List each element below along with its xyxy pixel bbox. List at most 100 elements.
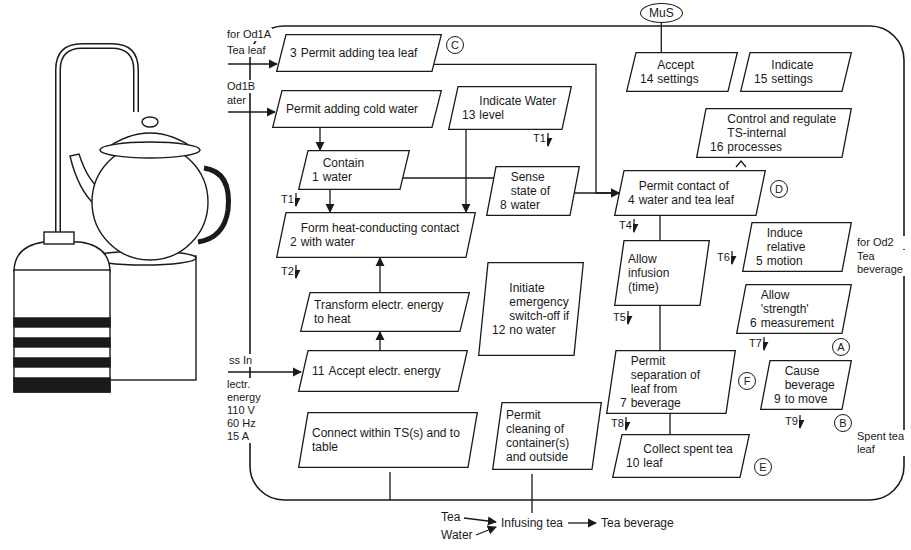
t-arrow <box>625 417 626 430</box>
function-number: 15 <box>754 72 767 86</box>
flow-connector <box>319 128 320 150</box>
parallelogram-shape <box>627 53 738 92</box>
box-content: Indicate settings 15 <box>740 54 852 90</box>
box-content: Cause beverage to move9 <box>760 360 852 410</box>
flow-connector <box>379 258 380 292</box>
callout-letter: B <box>839 417 846 429</box>
flow-connector <box>575 192 619 193</box>
function-box: Permit contact of water and tea leaf 4 <box>614 170 766 216</box>
flow-connector <box>329 190 330 212</box>
function-label: Allow infusion (time) <box>628 252 696 294</box>
flow-connector <box>379 332 380 350</box>
parallelogram-shape <box>449 87 572 130</box>
t-label: T5 <box>612 311 627 324</box>
box-content: Allow infusion (time) <box>614 248 710 298</box>
box-content: Initiate emergency switch-off if no wate… <box>478 277 584 341</box>
input-arrow <box>228 111 275 112</box>
input-arrow <box>228 63 277 64</box>
tube-outline <box>58 46 136 236</box>
ground-line <box>389 472 390 500</box>
function-box: Permit adding tea leaf3 <box>276 34 442 72</box>
circled-letter: D <box>770 180 788 198</box>
function-number: 12 <box>492 323 505 337</box>
function-number: 1 <box>312 170 319 184</box>
function-box: Form heat-conducting contact with water2 <box>276 212 476 258</box>
circled-letter: A <box>832 338 850 356</box>
teapot-body <box>92 144 208 260</box>
circled-letter: C <box>446 36 464 54</box>
process-label: Tea <box>440 510 461 524</box>
t-label: T1 <box>532 132 547 145</box>
parallelogram-shape <box>615 241 710 306</box>
box-content: Form heat-conducting contact with water2 <box>276 217 476 253</box>
caret-mark <box>736 161 746 167</box>
bottle-shoulder <box>14 242 110 272</box>
bottle-band <box>14 378 110 392</box>
flow-label: for Od1A <box>226 28 272 41</box>
parallelogram-shape <box>479 263 584 356</box>
t-arrow <box>547 133 548 146</box>
flow-connector <box>659 306 660 350</box>
function-number: 2 <box>290 235 297 249</box>
flow-label: lectr. energy 110 V 60 Hz 15 A <box>226 378 266 443</box>
function-box: Permit adding cold water <box>272 90 442 128</box>
flow-label: Od1B <box>226 80 256 93</box>
parallelogram-shape <box>301 293 470 332</box>
function-label: Accept settings <box>657 58 724 86</box>
parallelogram-shape <box>299 151 410 190</box>
function-box: Accept electr. energy11 <box>298 350 468 392</box>
flow-label: ater <box>226 94 247 107</box>
system-boundary <box>250 26 904 500</box>
t-arrow <box>295 193 296 206</box>
parallelogram-shape <box>273 91 442 128</box>
parallelogram-shape <box>743 223 852 272</box>
function-label: Induce relative motion <box>767 226 838 268</box>
process-arrow <box>476 527 496 535</box>
function-box: Indicate Water level13 <box>448 86 572 130</box>
function-label: Permit contact of water and tea leaf <box>639 179 752 207</box>
function-label: Allow 'strength' measurement <box>761 288 838 330</box>
t-label: T4 <box>618 219 633 232</box>
function-box: Collect spent tea leaf10 <box>612 434 750 478</box>
bottle-cap <box>44 232 74 244</box>
t-arrow <box>633 219 634 232</box>
input-arrow <box>228 371 301 372</box>
parallelogram-shape <box>493 403 602 470</box>
function-box: Accept settings 14 <box>626 52 738 92</box>
process-label: Water <box>440 528 474 542</box>
t-label: T7 <box>748 337 763 350</box>
box-content: Collect spent tea leaf10 <box>612 438 750 474</box>
parallelogram-shape <box>487 167 580 216</box>
actor-label: MuS <box>649 6 674 20</box>
function-number: 10 <box>626 456 639 470</box>
flow-connector <box>465 130 466 212</box>
box-content: Permit separation of leaf from beverage7 <box>606 350 736 414</box>
callout-letter: C <box>451 39 459 51</box>
t-label: T6 <box>716 251 731 264</box>
function-label: Cause beverage to move <box>785 364 838 406</box>
flow-label: Tea beverage <box>856 250 908 276</box>
callout-letter: A <box>837 341 844 353</box>
box-content: Accept settings 14 <box>626 54 738 90</box>
function-number: 3 <box>290 46 297 60</box>
t-label: T2 <box>280 265 295 278</box>
function-number: 13 <box>462 108 475 122</box>
tube-inner <box>58 46 136 236</box>
function-number: 14 <box>640 72 653 86</box>
parallelogram-shape <box>299 351 468 392</box>
box-content: Control and regulate TS-internal process… <box>696 108 852 158</box>
bottle-band <box>14 318 110 327</box>
function-number: 4 <box>628 193 635 207</box>
flow-label: ss In <box>228 354 253 367</box>
box-content: Permit cleaning of container(s) and outs… <box>492 404 602 468</box>
flow-label: Spent tea leaf <box>856 430 908 456</box>
actor-oval: MuS <box>640 3 683 23</box>
parallelogram-shape <box>299 413 478 468</box>
function-box: Indicate settings 15 <box>740 52 852 92</box>
process-arrow <box>568 522 596 523</box>
function-box: Control and regulate TS-internal process… <box>696 108 852 158</box>
function-label: Indicate settings <box>771 58 838 86</box>
box-content: Contain water1 <box>298 152 410 188</box>
teapot-rim <box>100 142 200 158</box>
parallelogram-shape <box>697 109 852 158</box>
